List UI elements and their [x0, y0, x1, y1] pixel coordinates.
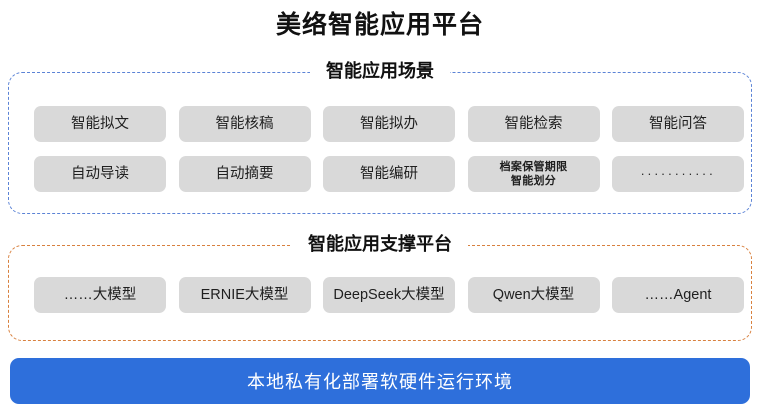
support-chip-generic-llm[interactable]: ……大模型 — [34, 277, 166, 313]
scene-chip-retention-period-classification[interactable]: 档案保管期限智能划分 — [467, 156, 600, 192]
support-row-1: ……大模型 ERNIE大模型 DeepSeek大模型 Qwen大模型 ……Age… — [34, 277, 744, 313]
scene-chip-intelligent-drafting[interactable]: 智能拟文 — [34, 106, 166, 142]
support-chip-ernie-llm[interactable]: ERNIE大模型 — [178, 277, 311, 313]
scene-chip-intelligent-retrieval[interactable]: 智能检索 — [467, 106, 600, 142]
support-chip-qwen-llm[interactable]: Qwen大模型 — [467, 277, 600, 313]
scene-chip-intelligent-review[interactable]: 智能核稿 — [178, 106, 311, 142]
scene-chip-auto-summary[interactable]: 自动摘要 — [178, 156, 311, 192]
support-chip-deepseek-llm[interactable]: DeepSeek大模型 — [323, 277, 455, 313]
support-chip-agent[interactable]: ……Agent — [612, 277, 744, 313]
scene-chip-intelligent-qa[interactable]: 智能问答 — [612, 106, 744, 142]
panel-intelligent-application-scenarios: 智能应用场景 智能拟文 智能核稿 智能拟办 智能检索 智能问答 自动导读 自动摘… — [8, 58, 752, 214]
scene-chip-auto-guide[interactable]: 自动导读 — [34, 156, 166, 192]
panel-title-scenes: 智能应用场景 — [310, 58, 450, 84]
scene-chip-intelligent-handling[interactable]: 智能拟办 — [323, 106, 455, 142]
base-infrastructure-bar[interactable]: 本地私有化部署软硬件运行环境 — [10, 358, 750, 404]
scene-chip-intelligent-compilation[interactable]: 智能编研 — [323, 156, 455, 192]
scenes-row-2: 自动导读 自动摘要 智能编研 档案保管期限智能划分 ··········· — [34, 156, 744, 192]
page-title: 美络智能应用平台 — [275, 11, 484, 39]
scenes-row-1: 智能拟文 智能核稿 智能拟办 智能检索 智能问答 — [34, 106, 744, 142]
panel-title-support: 智能应用支撑平台 — [292, 231, 468, 257]
panel-intelligent-application-support-platform: 智能应用支撑平台 ……大模型 ERNIE大模型 DeepSeek大模型 Qwen… — [8, 231, 752, 341]
scene-chip-more-ellipsis[interactable]: ··········· — [612, 156, 744, 192]
